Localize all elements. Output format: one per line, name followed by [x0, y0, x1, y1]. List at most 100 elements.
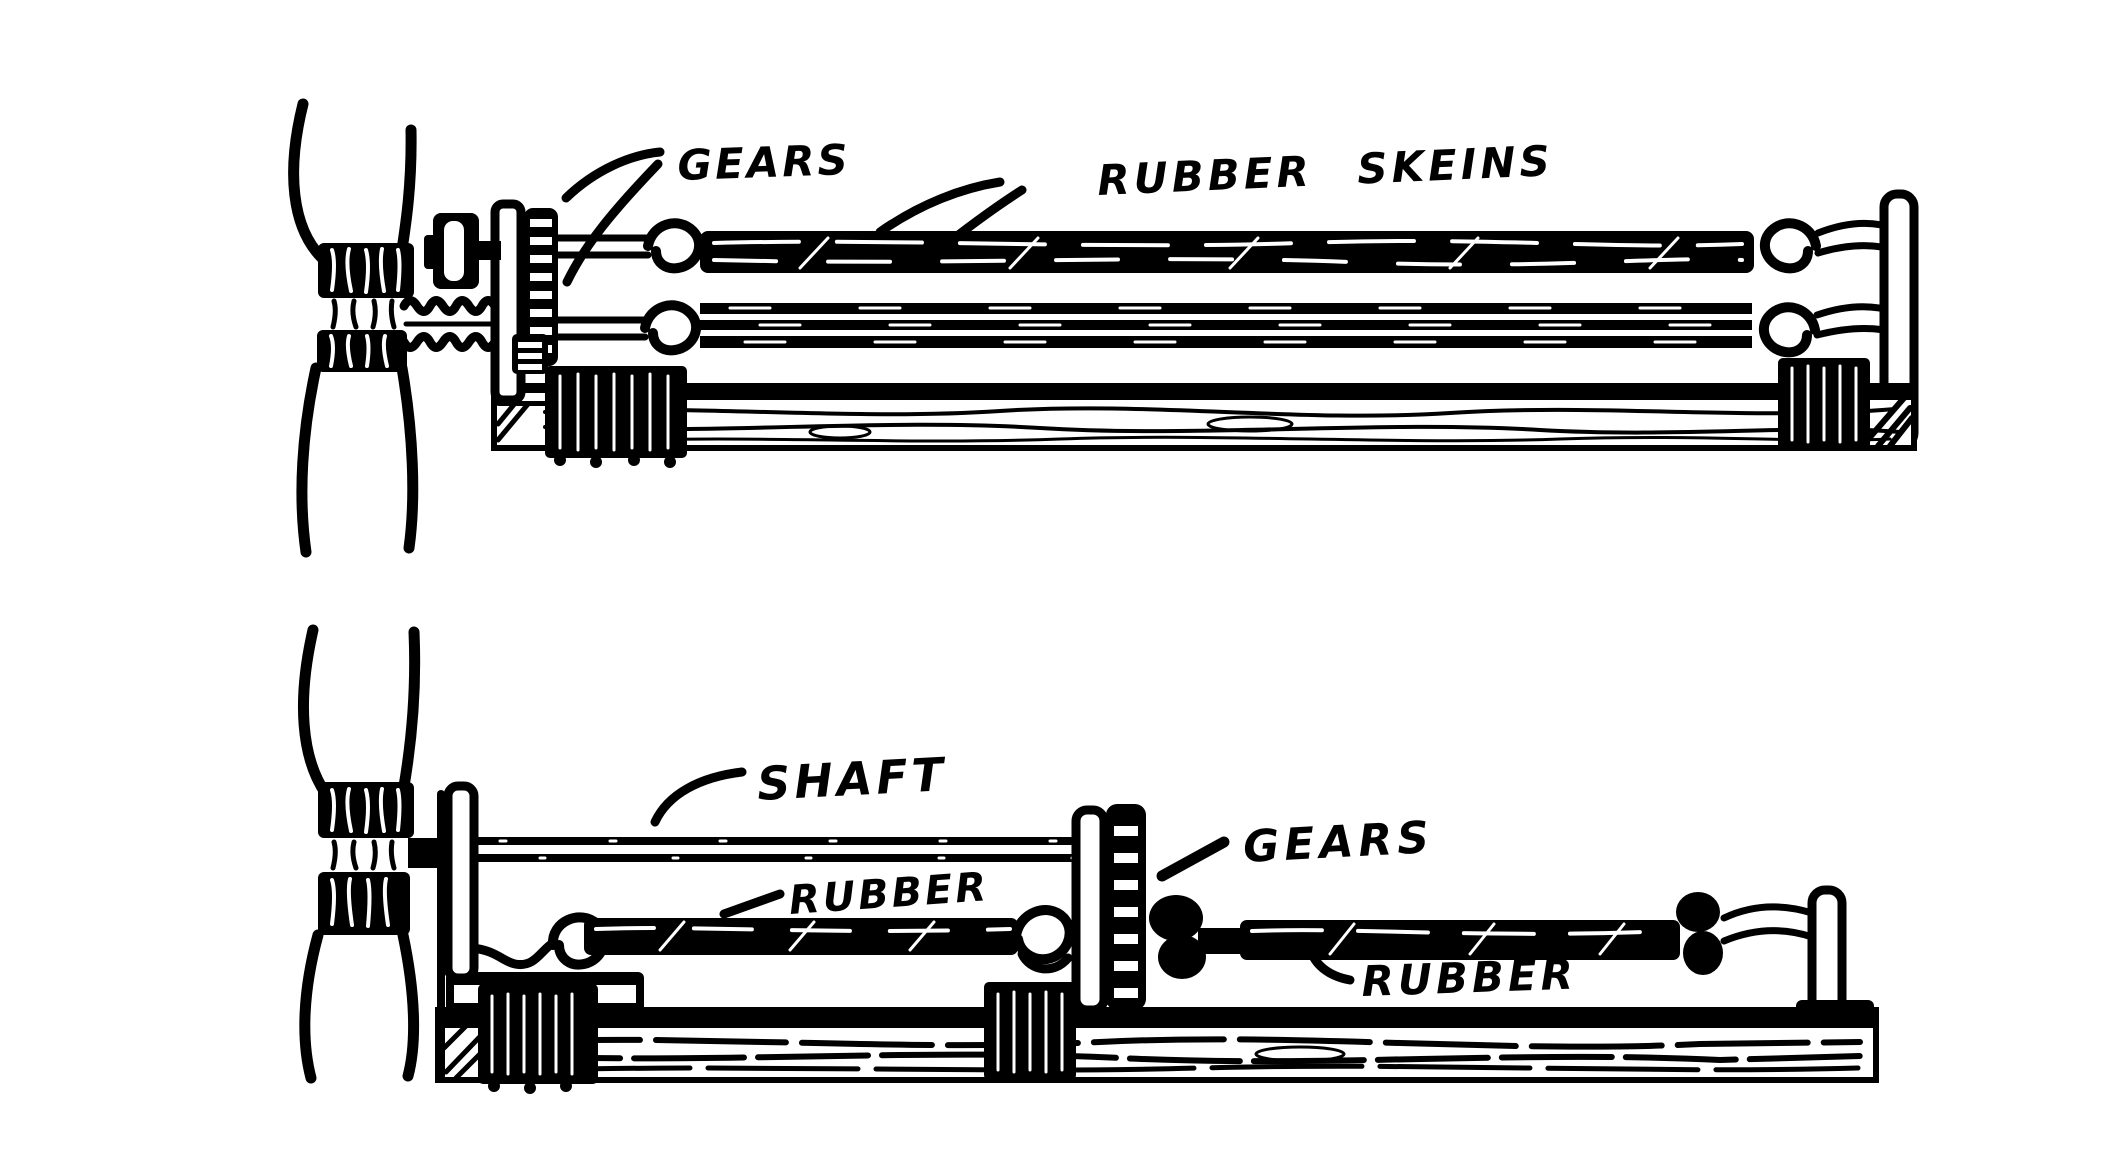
hub-hatching: [330, 877, 390, 928]
wood-grain: [543, 406, 1897, 418]
gear-tooth-slot: [530, 273, 552, 281]
wood-knot: [1254, 1045, 1346, 1063]
pinion-slot: [518, 353, 542, 359]
pinion-slot: [518, 342, 542, 348]
gear-axle-hook: [1017, 949, 1073, 974]
gear-tooth-slot: [530, 255, 552, 263]
label-rubber-skeins: RUBBER SKEINS: [1096, 136, 1554, 205]
lower-skein-right-hook: [1759, 302, 1820, 358]
lashing-bump: [628, 454, 640, 466]
lashing-bump: [488, 1080, 500, 1092]
rubber-twist-slash: [1328, 922, 1626, 956]
front-rubber-motor: [467, 905, 1075, 974]
plate-foot-core: [501, 393, 561, 401]
skein-twist-slash: [798, 236, 1680, 270]
wood-knot: [808, 424, 872, 440]
thread-top: [399, 296, 500, 316]
rubber-twist-streak: [1250, 928, 1670, 936]
lower-rubber-strand: [700, 303, 1752, 314]
lashing-turns: [1790, 364, 1858, 444]
rubber-twist-streak: [594, 926, 1012, 933]
upper-skein-assembly: [552, 218, 1902, 274]
gear-tooth-slot: [1114, 988, 1138, 998]
gear-hub-knob: [1149, 895, 1203, 941]
center-lashing: [984, 982, 1076, 1080]
front-bearing-plate: [443, 781, 479, 983]
lower-rubber-strand: [700, 320, 1752, 330]
leader-rubber-front: [719, 889, 785, 919]
drive-shaft: [470, 837, 1084, 862]
rear-link-wire: [1720, 903, 1816, 922]
propeller-blade: [397, 626, 421, 798]
gear-tooth-slot: [1114, 907, 1138, 917]
lashing-turns: [490, 992, 574, 1076]
hub-shaft-nub: [408, 838, 450, 868]
stick-end-grain: [1861, 395, 1915, 449]
rear-post: [1807, 885, 1847, 1019]
lashing-wrap: [545, 366, 687, 458]
rear-rubber-motor: [1149, 892, 1816, 979]
lower-rubber-strand: [700, 336, 1752, 348]
label-rubber-rear: RUBBER: [1361, 950, 1578, 1006]
pinion-slot: [518, 364, 542, 370]
front-right-hook: [1011, 905, 1075, 965]
gear-tooth-slot: [1114, 853, 1138, 863]
propeller-blade: [397, 929, 420, 1082]
rear-link-wire: [1720, 927, 1816, 945]
propeller-blade: [296, 362, 322, 558]
stick-top-edge: [494, 386, 1914, 400]
gear-tooth-slot: [1114, 961, 1138, 971]
lashing-bump: [664, 456, 676, 468]
rear-hook-knob: [1683, 931, 1723, 975]
shaft-bolt-and-washer: [424, 213, 501, 289]
gear-hub-knob: [1158, 935, 1206, 979]
gear-tooth-slot: [530, 309, 552, 317]
leader-gears-top: [561, 147, 665, 203]
label-rubber-front: RUBBER: [787, 864, 990, 924]
lashing-bump: [590, 456, 602, 468]
gear-axle: [1198, 928, 1244, 954]
hub-hatching: [330, 298, 397, 330]
leader-gears-bottom: [1156, 836, 1230, 882]
wood-grain: [537, 1063, 1861, 1073]
propeller-blade: [396, 362, 419, 554]
gear-tooth-slot: [1114, 826, 1138, 836]
washer: [444, 221, 464, 281]
leader-rubber-skeins: [875, 177, 1005, 237]
figure-top-twin-skein-drive: GEARS RUBBER SKEINS: [288, 98, 1919, 558]
skein-twist-streak: [712, 257, 1744, 267]
leader-rubber-skeins: [943, 185, 1027, 248]
lashing-turns: [996, 990, 1064, 1074]
label-shaft: SHAFT: [756, 747, 949, 811]
wooden-stick: [491, 383, 1917, 451]
right-lashing: [1778, 358, 1870, 450]
lower-skein-left-hook: [640, 300, 701, 356]
leader-shaft: [650, 767, 747, 827]
lashing-bump: [524, 1082, 536, 1094]
gear-tooth-slot: [530, 291, 552, 299]
lashing-bump: [554, 454, 566, 466]
propeller-blade: [298, 624, 332, 800]
front-lashing: [478, 984, 598, 1094]
upper-rubber-skein: [700, 231, 1754, 273]
left-lashing: [545, 366, 687, 468]
gear-rim: [524, 208, 558, 366]
lower-skein-assembly: [552, 300, 1902, 358]
propeller-blade: [288, 98, 328, 264]
leader-rubber-rear: [1305, 943, 1355, 985]
propeller-blade: [395, 124, 417, 262]
lashing-turns: [558, 372, 670, 452]
hub-hatching: [330, 839, 397, 871]
gear-column: [1071, 804, 1146, 1015]
hub-hatching: [329, 334, 389, 368]
rubber-twist-slash: [658, 920, 936, 952]
wood-grain: [507, 1036, 1863, 1050]
label-gears-bottom: GEARS: [1242, 812, 1435, 873]
propeller-bottom-figure: [298, 624, 450, 1084]
propeller-top-figure: [288, 98, 419, 558]
wood-grain: [598, 435, 1892, 443]
upper-skein-right-hook: [1760, 218, 1821, 274]
lashing-bump: [560, 1080, 572, 1092]
